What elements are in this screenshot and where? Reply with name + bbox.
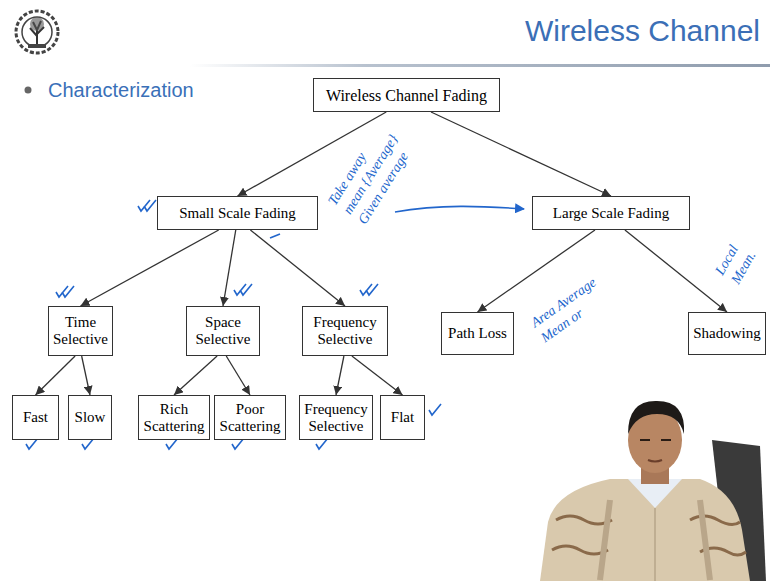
tree-connector (336, 356, 344, 395)
tree-connector (174, 356, 217, 395)
institute-logo-part (22, 17, 52, 47)
box-label: Shadowing (693, 325, 761, 342)
bullet-heading: Characterization (48, 78, 194, 102)
institute-logo (16, 11, 58, 53)
tree-connector (250, 230, 345, 306)
tick-marks-part (138, 200, 156, 211)
box-label: Large Scale Fading (553, 205, 669, 222)
box-label: Slow (75, 409, 106, 426)
box-label: Flat (391, 409, 414, 426)
tree-connector (431, 112, 611, 196)
fading-category-box: Path Loss (441, 312, 514, 355)
fading-category-box: Frequency Selective (302, 306, 388, 356)
tick-marks-part (270, 234, 280, 238)
presenter-figure-part (540, 479, 750, 581)
institute-logo-part (30, 17, 44, 31)
box-label: Time Selective (52, 314, 109, 348)
box-label: Rich Scattering (142, 401, 206, 435)
fading-category-box: Poor Scattering (214, 395, 286, 440)
fading-category-box: Time Selective (48, 306, 113, 356)
slide-title: Wireless Channel (525, 14, 760, 48)
tick-marks-part (429, 404, 441, 415)
institute-logo-part (28, 44, 46, 48)
box-label: Poor Scattering (218, 401, 282, 435)
title-rule (190, 64, 770, 67)
tree-connector (81, 230, 219, 306)
box-label: Path Loss (448, 325, 507, 342)
box-label: Space Selective (190, 314, 256, 348)
box-label: Frequency Selective (303, 401, 369, 435)
tree-connector (36, 356, 76, 395)
fading-category-box: Fast (12, 395, 59, 440)
tick-marks-part (56, 286, 74, 297)
annotation-arrow (395, 206, 524, 212)
presenter-figure-part (654, 508, 656, 581)
fading-category-box: Space Selective (186, 306, 260, 356)
fading-category-box: Large Scale Fading (532, 196, 690, 230)
presenter-figure-part (648, 460, 662, 462)
fading-category-box: Frequency Selective (299, 395, 373, 440)
fading-category-box: Slow (68, 395, 112, 440)
tree-connector (352, 356, 403, 395)
tick-marks (26, 200, 441, 449)
presenter-figure (540, 401, 766, 581)
tick-marks-part (234, 284, 252, 295)
tree-connector (625, 230, 727, 312)
box-label: Fast (23, 409, 48, 426)
presenter-figure-part (552, 516, 746, 555)
presenter-figure-part (640, 439, 671, 441)
institute-logo-part (16, 11, 58, 53)
box-label: Wireless Channel Fading (326, 87, 487, 104)
presenter-figure-part (628, 401, 684, 434)
tree-connector (226, 356, 250, 395)
box-label: Small Scale Fading (179, 205, 296, 222)
fading-category-box: Small Scale Fading (157, 196, 318, 230)
tick-marks-part (360, 284, 378, 295)
tree-connector (223, 230, 236, 306)
presenter-figure-part (600, 500, 710, 580)
fading-category-box: Flat (380, 395, 425, 440)
fading-category-box: Shadowing (688, 312, 766, 355)
box-label: Frequency Selective (306, 314, 384, 348)
bullet-dot (25, 87, 32, 94)
fading-category-box: Rich Scattering (138, 395, 210, 440)
tree-connector (82, 356, 90, 395)
fading-category-box: Wireless Channel Fading (313, 78, 500, 112)
